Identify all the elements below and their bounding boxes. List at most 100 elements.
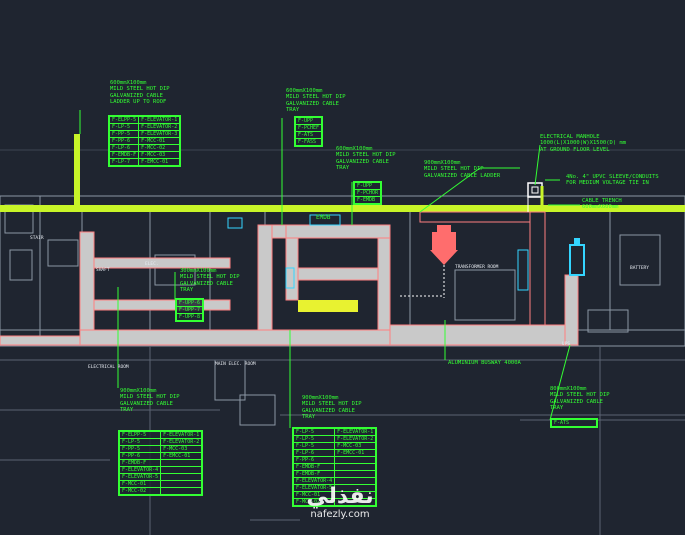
room-label-elec: ELEC. — [145, 262, 159, 267]
table-cell: F-PCHOR — [353, 189, 382, 197]
table-cell: F-MCC-02 — [118, 487, 162, 495]
table-row: F-EMDB — [353, 196, 382, 204]
tray-label-6: 900mmX100mm MILD STEEL HOT DIP GALVANIZE… — [120, 388, 180, 414]
table-row: F-PCHOR — [353, 189, 382, 197]
table-cell — [334, 463, 377, 471]
tray-label-2: 600mmX100mm MILD STEEL HOT DIP GALVANIZE… — [286, 88, 346, 114]
table-cell: F-EMCC-01 — [138, 158, 181, 166]
table-cell: F-LP-6 — [292, 449, 336, 457]
tray-label-1: 600mmX100mm MILD STEEL HOT DIP GALVANIZE… — [110, 80, 170, 106]
table-row: F-MCC-02 — [118, 487, 203, 495]
tray-label-7: 900mmX100mm MILD STEEL HOT DIP GALVANIZE… — [302, 395, 362, 421]
table-cell: F-ELEVATOR-5 — [118, 473, 162, 481]
table-cell — [334, 498, 377, 506]
table-cell: F-UPP-6 — [175, 299, 204, 307]
room-label-main: MAIN ELEC. ROOM — [215, 362, 256, 367]
table-cell: F-EMCC-01 — [160, 452, 203, 460]
room-label-stair: STAIR — [30, 236, 44, 241]
table-row: F-UPP-6 — [175, 299, 204, 307]
table-cell — [334, 456, 377, 464]
table-row: F-FASS — [294, 138, 323, 146]
table-cell — [160, 487, 203, 495]
busway-label: ALUMINIUM BUSWAY 4000A — [448, 360, 521, 366]
table-row: F-MCC-02 — [292, 498, 377, 506]
table-cell: F-PP-6 — [108, 137, 140, 145]
table-row: F-UPP-8 — [175, 313, 204, 321]
table-cell: F-ATS — [294, 131, 323, 139]
table-cell: F-PP-6 — [118, 452, 162, 460]
table-cell: F-ELEVATOR-1 — [160, 431, 203, 439]
table-row: F-EMDB-F — [292, 470, 377, 478]
table-cell: F-ELPP-5 — [108, 116, 140, 124]
table-cell: F-UPP-8 — [175, 313, 204, 321]
table-cell: F-ELEVATOR-3 — [138, 130, 181, 138]
leader-lines — [79, 110, 580, 428]
table-cell: F-EMDB-F — [292, 470, 336, 478]
table-cell: F-ELEVATOR-2 — [160, 438, 203, 446]
room-label-ups: UPS — [562, 342, 571, 347]
table-cell: F-LP-7 — [108, 158, 140, 166]
tray-label-5: 300mmX100mm MILD STEEL HOT DIP GALVANIZE… — [180, 268, 240, 294]
table-cell — [160, 480, 203, 488]
table-cell: F-UPP — [294, 117, 323, 125]
table-row: F-PP-6 — [292, 456, 377, 464]
table-row: F-ATS — [294, 131, 323, 139]
table-cell: F-ELEVATOR-2 — [334, 435, 377, 443]
table-cell: F-EMCC-01 — [334, 449, 377, 457]
table-row: F-EMDB-F — [292, 463, 377, 471]
table-cell: F-LP-5 — [292, 428, 336, 436]
table-cell: F-ELPP-5 — [118, 431, 162, 439]
table-cell: F-PP-5 — [108, 130, 140, 138]
table-cell: F-UPP-7 — [175, 306, 204, 314]
table-cell — [160, 466, 203, 474]
table-cell: F-EMDB-F — [108, 151, 140, 159]
room-label-electrical: ELECTRICAL ROOM — [88, 365, 129, 370]
table-row: F-UPP — [353, 182, 382, 190]
tray-label-8: 800mmX100mm MILD STEEL HOT DIP GALVANIZE… — [550, 386, 610, 412]
table-cell: F-PCHEF — [294, 124, 323, 132]
table-cell: F-ELEVATOR-1 — [138, 116, 181, 124]
room-label-battery: BATTERY — [630, 266, 649, 271]
table-row: F-ELEVATOR-4 — [118, 466, 203, 474]
table-row: F-PCHEF — [294, 124, 323, 132]
table-cell: F-LP-6 — [108, 144, 140, 152]
table-row: F-UPP — [294, 117, 323, 125]
watermark: نفذلي nafezly.com — [290, 485, 390, 521]
table-cell: F-LP-5 — [118, 438, 162, 446]
table-cell: F-ELEVATOR-4 — [118, 466, 162, 474]
table-cell: F-EMDB-F — [118, 459, 162, 467]
table-cell: F-MCC-03 — [138, 151, 181, 159]
equipment-panels — [227, 214, 585, 312]
room-label-transformer: TRANSFORMER ROOM — [455, 265, 499, 270]
table-cell: F-LP-5 — [108, 123, 140, 131]
manhole-label: ELECTRICAL MANHOLE 1000(L)X1000(W)X1500(… — [540, 134, 627, 153]
table-cell — [334, 470, 377, 478]
table-row: F-ELEVATOR-5 — [118, 473, 203, 481]
table-cell: F-LP-5 — [292, 442, 336, 450]
table-cell: F-LP-5 — [292, 435, 336, 443]
watermark-arabic: نفذلي — [306, 484, 374, 509]
table-cell — [160, 473, 203, 481]
table-cell: F-PP-5 — [118, 445, 162, 453]
table-cell — [160, 459, 203, 467]
